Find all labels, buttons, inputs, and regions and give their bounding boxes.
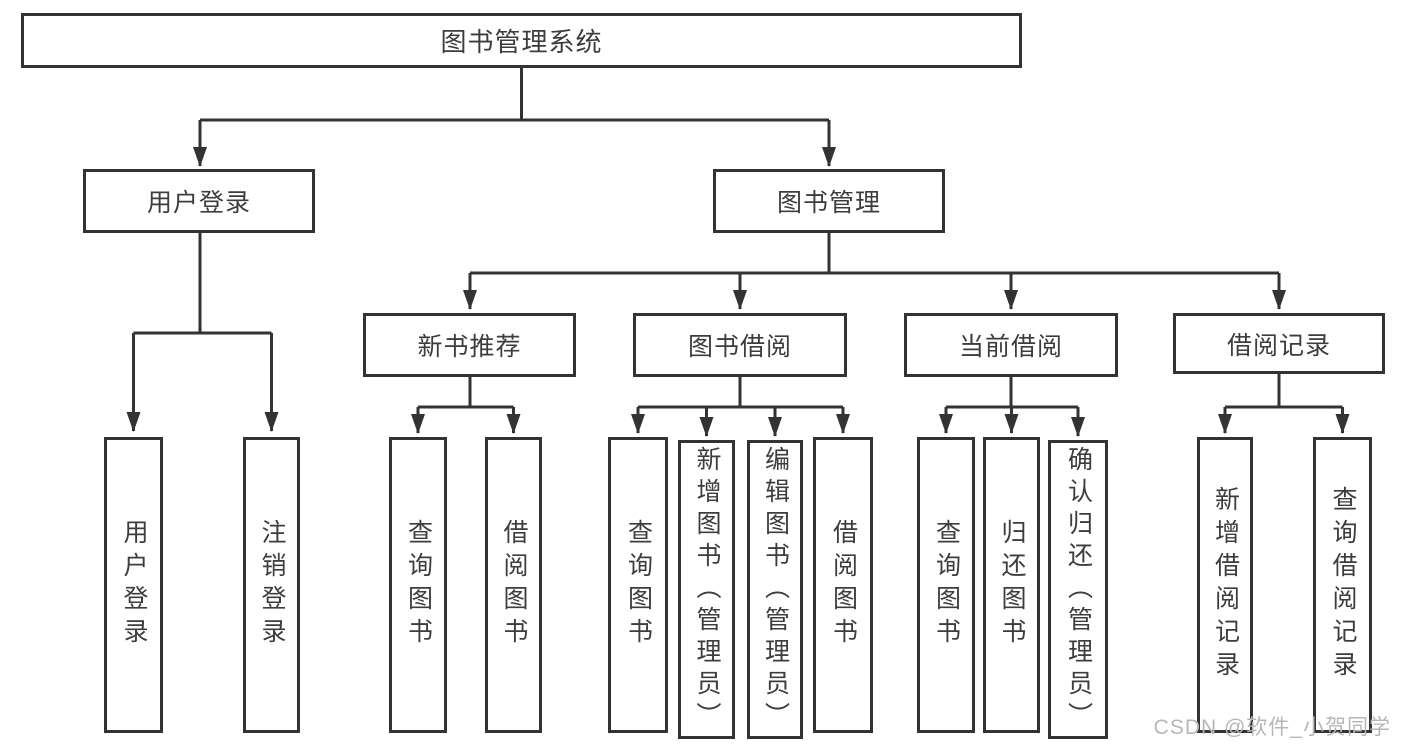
node-bb-borrow-books: 借阅图书 (813, 437, 873, 733)
edge-borrowrecord-to-children (1225, 374, 1343, 409)
node-cb-return-books-label: 归还图书 (998, 519, 1026, 651)
node-root-label: 图书管理系统 (440, 27, 603, 57)
node-cb-return-books: 归还图书 (983, 437, 1040, 733)
node-bb-edit-books-label: 编辑图书（管理员） (761, 445, 790, 734)
node-leaf-logout-label: 注销登录 (258, 519, 286, 651)
edge-root-to-level2 (200, 68, 829, 122)
node-cb-query-books: 查询图书 (917, 437, 975, 733)
node-leaf-logout: 注销登录 (243, 437, 300, 733)
node-cb-confirm-return-label: 确认归还（管理员） (1064, 445, 1093, 734)
csdn-watermark: CSDN @软件_小贺同学 (1153, 716, 1391, 739)
node-new-book-rec-label: 新书推荐 (417, 333, 522, 361)
node-book-mgmt-label: 图书管理 (776, 189, 881, 217)
edge-bookmgmt-to-level3 (470, 233, 1279, 275)
node-rec-query-books: 查询图书 (389, 437, 447, 733)
node-bb-query-books: 查询图书 (608, 437, 668, 733)
node-rec-borrow-books: 借阅图书 (485, 437, 542, 733)
node-leaf-user-login-label: 用户登录 (120, 519, 148, 651)
node-new-book-rec: 新书推荐 (363, 313, 576, 377)
node-book-mgmt: 图书管理 (713, 169, 945, 233)
node-book-borrow: 图书借阅 (633, 313, 847, 377)
node-current-borrow: 当前借阅 (904, 313, 1118, 377)
node-bb-edit-books: 编辑图书（管理员） (747, 440, 803, 739)
node-br-query-record: 查询借阅记录 (1313, 437, 1372, 733)
edge-newbookrec-to-children (418, 377, 514, 409)
node-bb-add-books: 新增图书（管理员） (678, 440, 735, 739)
node-user-login: 用户登录 (83, 169, 315, 233)
node-root: 图书管理系统 (21, 13, 1022, 68)
node-bb-query-books-label: 查询图书 (624, 519, 653, 651)
edge-bookborrow-to-children (638, 377, 843, 409)
edge-currentborrow-to-children (946, 377, 1078, 409)
node-br-add-record-label: 新增借阅记录 (1211, 486, 1240, 684)
node-bb-add-books-label: 新增图书（管理员） (693, 445, 721, 734)
node-br-query-record-label: 查询借阅记录 (1329, 486, 1357, 684)
node-br-add-record: 新增借阅记录 (1197, 437, 1253, 733)
node-current-borrow-label: 当前借阅 (958, 333, 1063, 361)
node-user-login-label: 用户登录 (146, 189, 251, 217)
node-rec-query-books-label: 查询图书 (404, 519, 433, 651)
node-rec-borrow-books-label: 借阅图书 (500, 519, 528, 651)
edge-userlogin-to-children (133, 233, 272, 335)
node-cb-query-books-label: 查询图书 (932, 519, 961, 651)
node-borrow-record-label: 借阅记录 (1226, 331, 1331, 360)
node-book-borrow-label: 图书借阅 (687, 333, 792, 361)
node-cb-confirm-return: 确认归还（管理员） (1048, 440, 1108, 739)
node-bb-borrow-books-label: 借阅图书 (829, 519, 858, 651)
node-leaf-user-login: 用户登录 (104, 437, 163, 733)
node-borrow-record: 借阅记录 (1173, 313, 1385, 374)
